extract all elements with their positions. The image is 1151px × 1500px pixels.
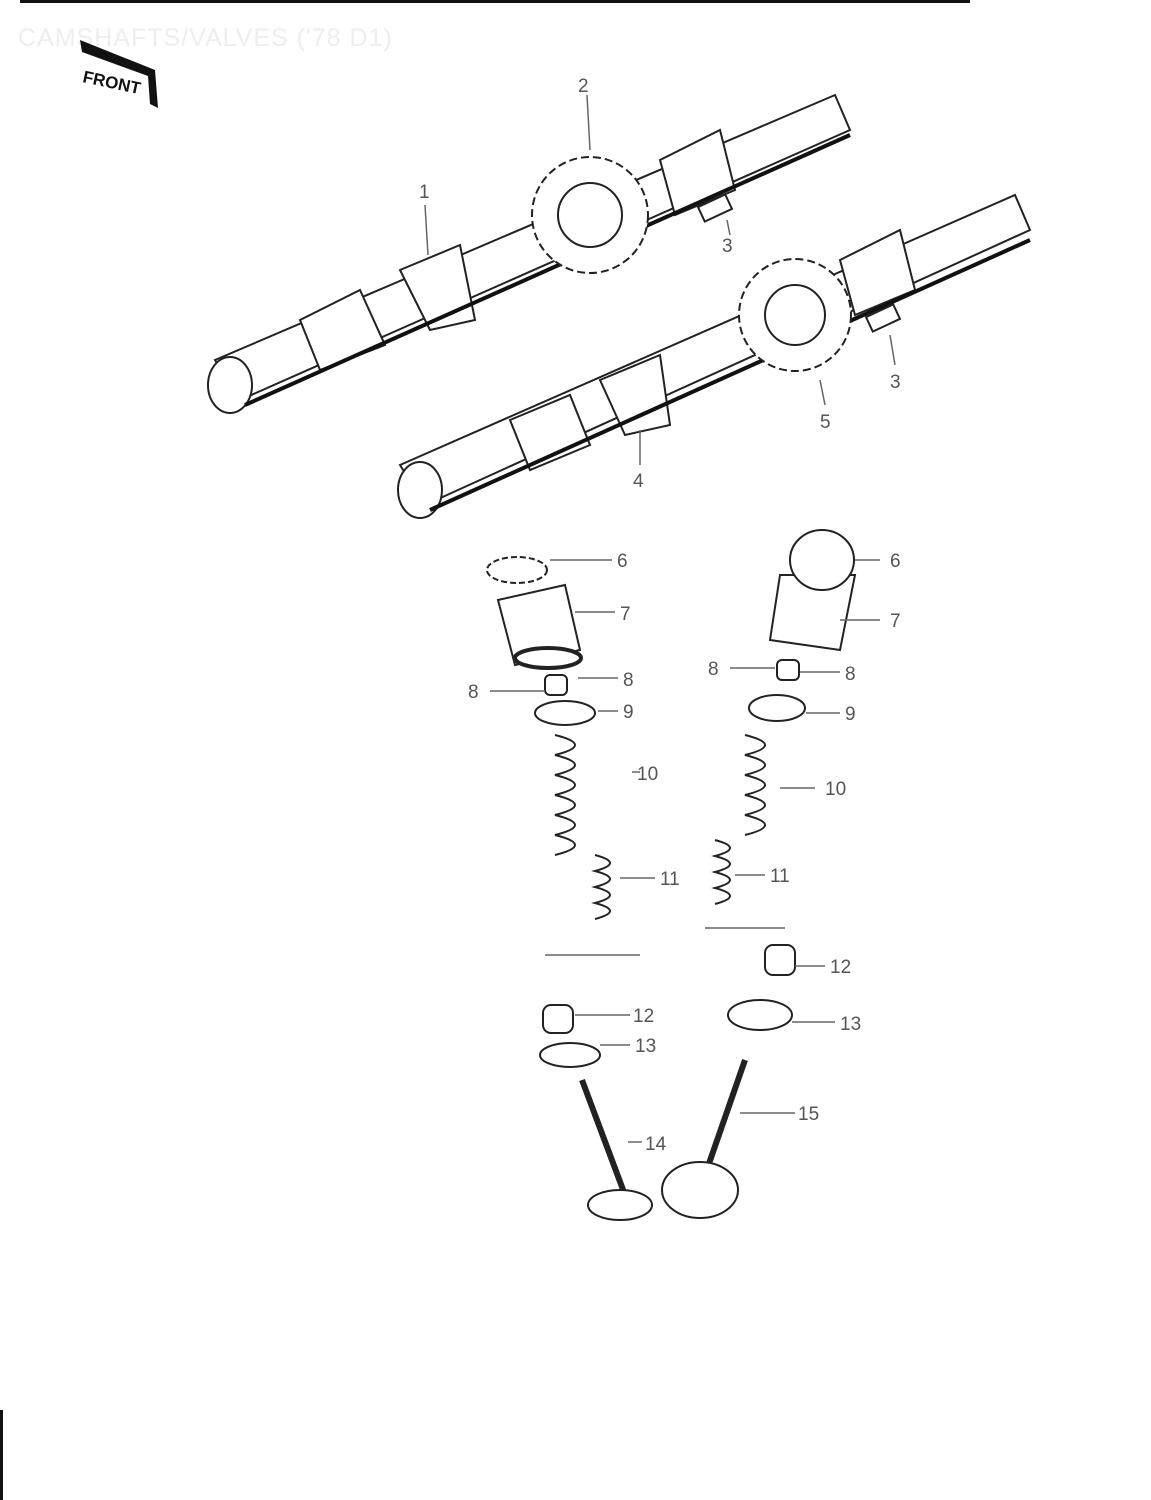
- camshaft-1: [207, 93, 852, 414]
- callout-14: 14: [645, 1134, 667, 1155]
- callout-9: 9: [623, 702, 634, 723]
- leader-lines: [424, 94, 896, 1143]
- callout-13: 13: [635, 1036, 656, 1057]
- callout-5: 5: [820, 412, 831, 433]
- callout-8: 8: [623, 670, 634, 691]
- callout-13: 13: [840, 1014, 861, 1035]
- callout-15: 15: [798, 1104, 819, 1125]
- top-rule: [20, 0, 970, 3]
- scan-edge: [0, 1410, 3, 1500]
- bolt-3b: [864, 303, 902, 333]
- callout-3: 3: [890, 372, 901, 393]
- sprocket-2: [531, 156, 649, 274]
- callout-2: 2: [578, 76, 589, 97]
- camshaft-4: [397, 193, 1032, 519]
- callout-10: 10: [637, 764, 658, 785]
- bolt-3a: [696, 193, 734, 223]
- svg-text:FRONT: FRONT: [81, 67, 143, 98]
- callout-6: 6: [617, 551, 628, 572]
- callout-11: 11: [660, 869, 680, 890]
- callouts: 1 2 3 3 4 5 6 6 7 7 8 8 8 8 9 9 10 10 11…: [419, 76, 901, 1155]
- callout-7: 7: [620, 604, 631, 625]
- callout-8: 8: [468, 682, 479, 703]
- callout-8: 8: [708, 659, 719, 680]
- valve-assembly-right: [661, 529, 857, 1219]
- callout-7: 7: [890, 611, 901, 632]
- valve-assembly-left: [486, 556, 653, 1221]
- callout-6: 6: [890, 551, 901, 572]
- callout-11: 11: [770, 866, 790, 887]
- callout-1: 1: [419, 182, 430, 203]
- sprocket-5: [738, 258, 852, 372]
- callout-9: 9: [845, 704, 856, 725]
- callout-3: 3: [722, 236, 733, 257]
- callout-4: 4: [633, 471, 644, 492]
- callout-8: 8: [845, 664, 856, 685]
- front-marker: FRONT: [80, 40, 158, 108]
- callout-12: 12: [633, 1006, 654, 1027]
- callout-10: 10: [825, 779, 846, 800]
- diagram-title: CAMSHAFTS/VALVES ('78 D1): [18, 24, 393, 52]
- callout-12: 12: [830, 957, 851, 978]
